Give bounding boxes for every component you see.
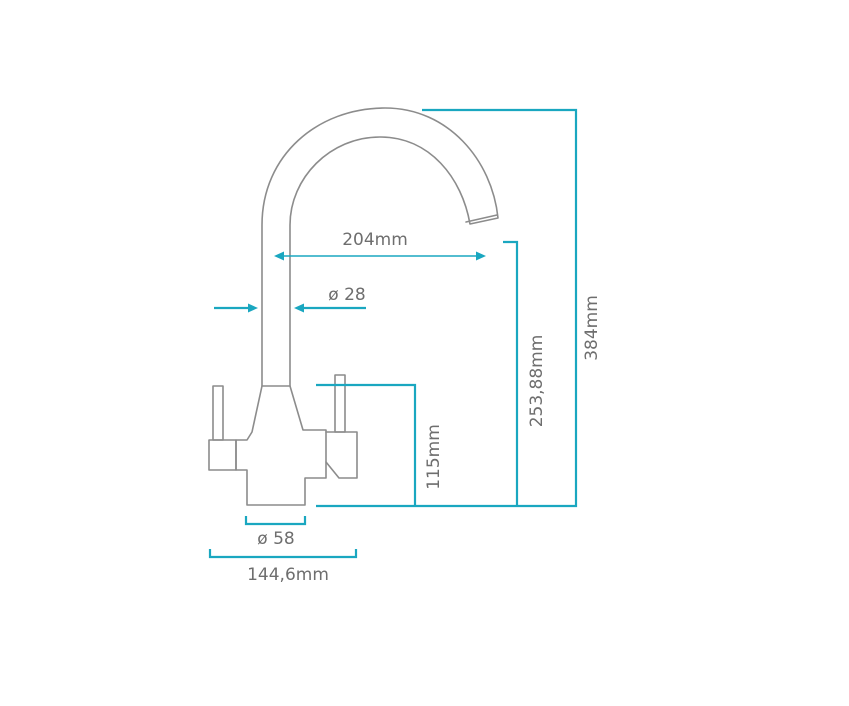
spout	[261, 107, 499, 387]
spout-diameter-label: ø 28	[328, 285, 365, 305]
base-diameter-bracket	[244, 516, 307, 526]
lever-height-label: 115mm	[424, 424, 444, 490]
spout-tip	[465, 214, 498, 223]
total-width-label: 144,6mm	[247, 565, 329, 585]
faucet-body	[235, 385, 327, 506]
reach-label: 204mm	[342, 230, 408, 250]
left-lever-hub	[208, 439, 237, 471]
dimension-labels: 204mm ø 28 115mm 253,88mm 384mm ø 58 144…	[247, 230, 602, 585]
total-height-line	[316, 108, 578, 508]
reach-arrow	[274, 251, 486, 261]
faucet-outline	[208, 107, 499, 506]
right-lever	[334, 374, 346, 433]
lever-height-line	[316, 383, 417, 506]
spout-diameter-arrows	[214, 303, 366, 313]
total-height-label: 384mm	[582, 295, 602, 361]
base-diameter-label: ø 58	[257, 529, 294, 549]
spout-height-label: 253,88mm	[527, 335, 547, 428]
right-lever-hub	[325, 431, 358, 479]
dimension-lines	[208, 108, 578, 559]
left-lever	[212, 385, 224, 441]
total-width-bracket	[208, 549, 358, 559]
spout-height-line	[503, 240, 519, 506]
